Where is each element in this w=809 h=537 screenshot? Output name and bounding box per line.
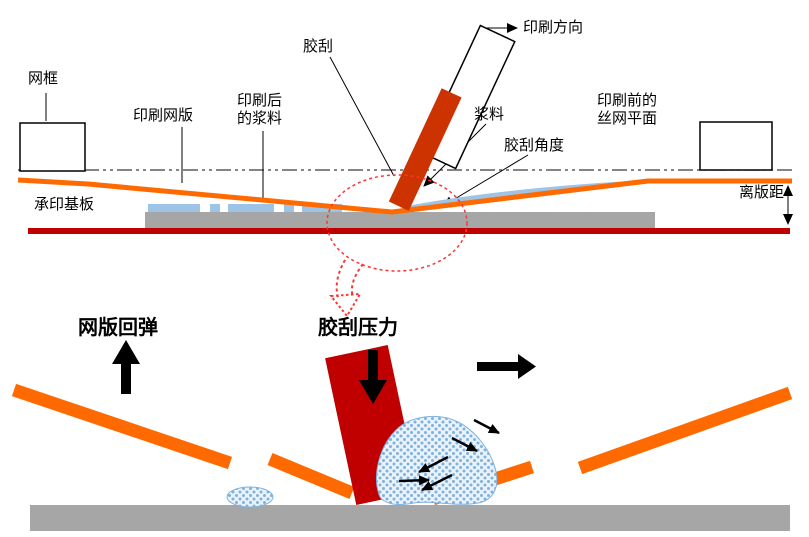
- label-screen-plate: 印刷网版: [133, 107, 194, 124]
- label-screen-before: 印刷前的 丝网平面: [597, 92, 657, 128]
- detail-arrow-outline-left: [335, 259, 346, 298]
- motion-direction-arrow: [477, 354, 536, 379]
- label-squeegee: 胶刮: [303, 38, 334, 55]
- squeegee-leader-line: [329, 56, 395, 177]
- base-plate-line: [28, 228, 790, 234]
- squeegee-pressure-arrow: [359, 350, 387, 404]
- label-squeegee-angle: 胶刮角度: [504, 137, 565, 154]
- label-paste-after: 印刷后 的浆料: [237, 92, 282, 128]
- label-paste-after-line1: 印刷后: [237, 92, 283, 109]
- detail-callout-ellipse: [326, 174, 468, 272]
- squeegee-blade-top: [388, 88, 462, 211]
- printed-paste-deposit: [226, 486, 274, 508]
- label-squeegee-pressure: 胶刮压力: [318, 317, 398, 339]
- label-screen-before-line2: 丝网平面: [597, 110, 658, 127]
- flow-arrow-downright-2: [451, 436, 478, 453]
- flow-arrow-downleft-1: [418, 455, 449, 474]
- frame-right-cross-section: [699, 121, 773, 171]
- detail-arrow-head: [329, 292, 362, 318]
- flow-arrow-downleft-2: [421, 473, 453, 492]
- screen-segment-left-short: [267, 452, 355, 500]
- label-paste: 浆料: [474, 106, 505, 123]
- frame-left-cross-section: [19, 122, 86, 172]
- substrate-bar-bottom: [30, 505, 790, 531]
- screen-rebound-arrow: [112, 340, 140, 394]
- flow-arrow-downright-1: [473, 418, 500, 435]
- label-screen-before-line1: 印刷前的: [597, 92, 658, 109]
- label-substrate: 承印基板: [34, 196, 95, 213]
- label-frame: 网框: [28, 70, 59, 87]
- label-paste-after-line2: 的浆料: [237, 110, 283, 127]
- substrate-bar-top: [145, 212, 655, 228]
- screen-mesh-line: [17, 177, 792, 215]
- paste-flow-arrows: [398, 418, 500, 492]
- squeegee-angle-leader-arrow: [442, 154, 529, 207]
- screen-segment-right-long: [577, 386, 793, 475]
- screen-segment-left-long: [11, 383, 233, 470]
- label-screen-rebound: 网版回弹: [78, 317, 158, 339]
- flow-arrow-right: [398, 475, 430, 486]
- paste-roll-blob: [376, 416, 498, 506]
- label-print-direction: 印刷方向: [523, 19, 584, 36]
- detail-arrow-outline-right: [350, 263, 364, 298]
- label-snap-off: 离版距: [739, 184, 785, 201]
